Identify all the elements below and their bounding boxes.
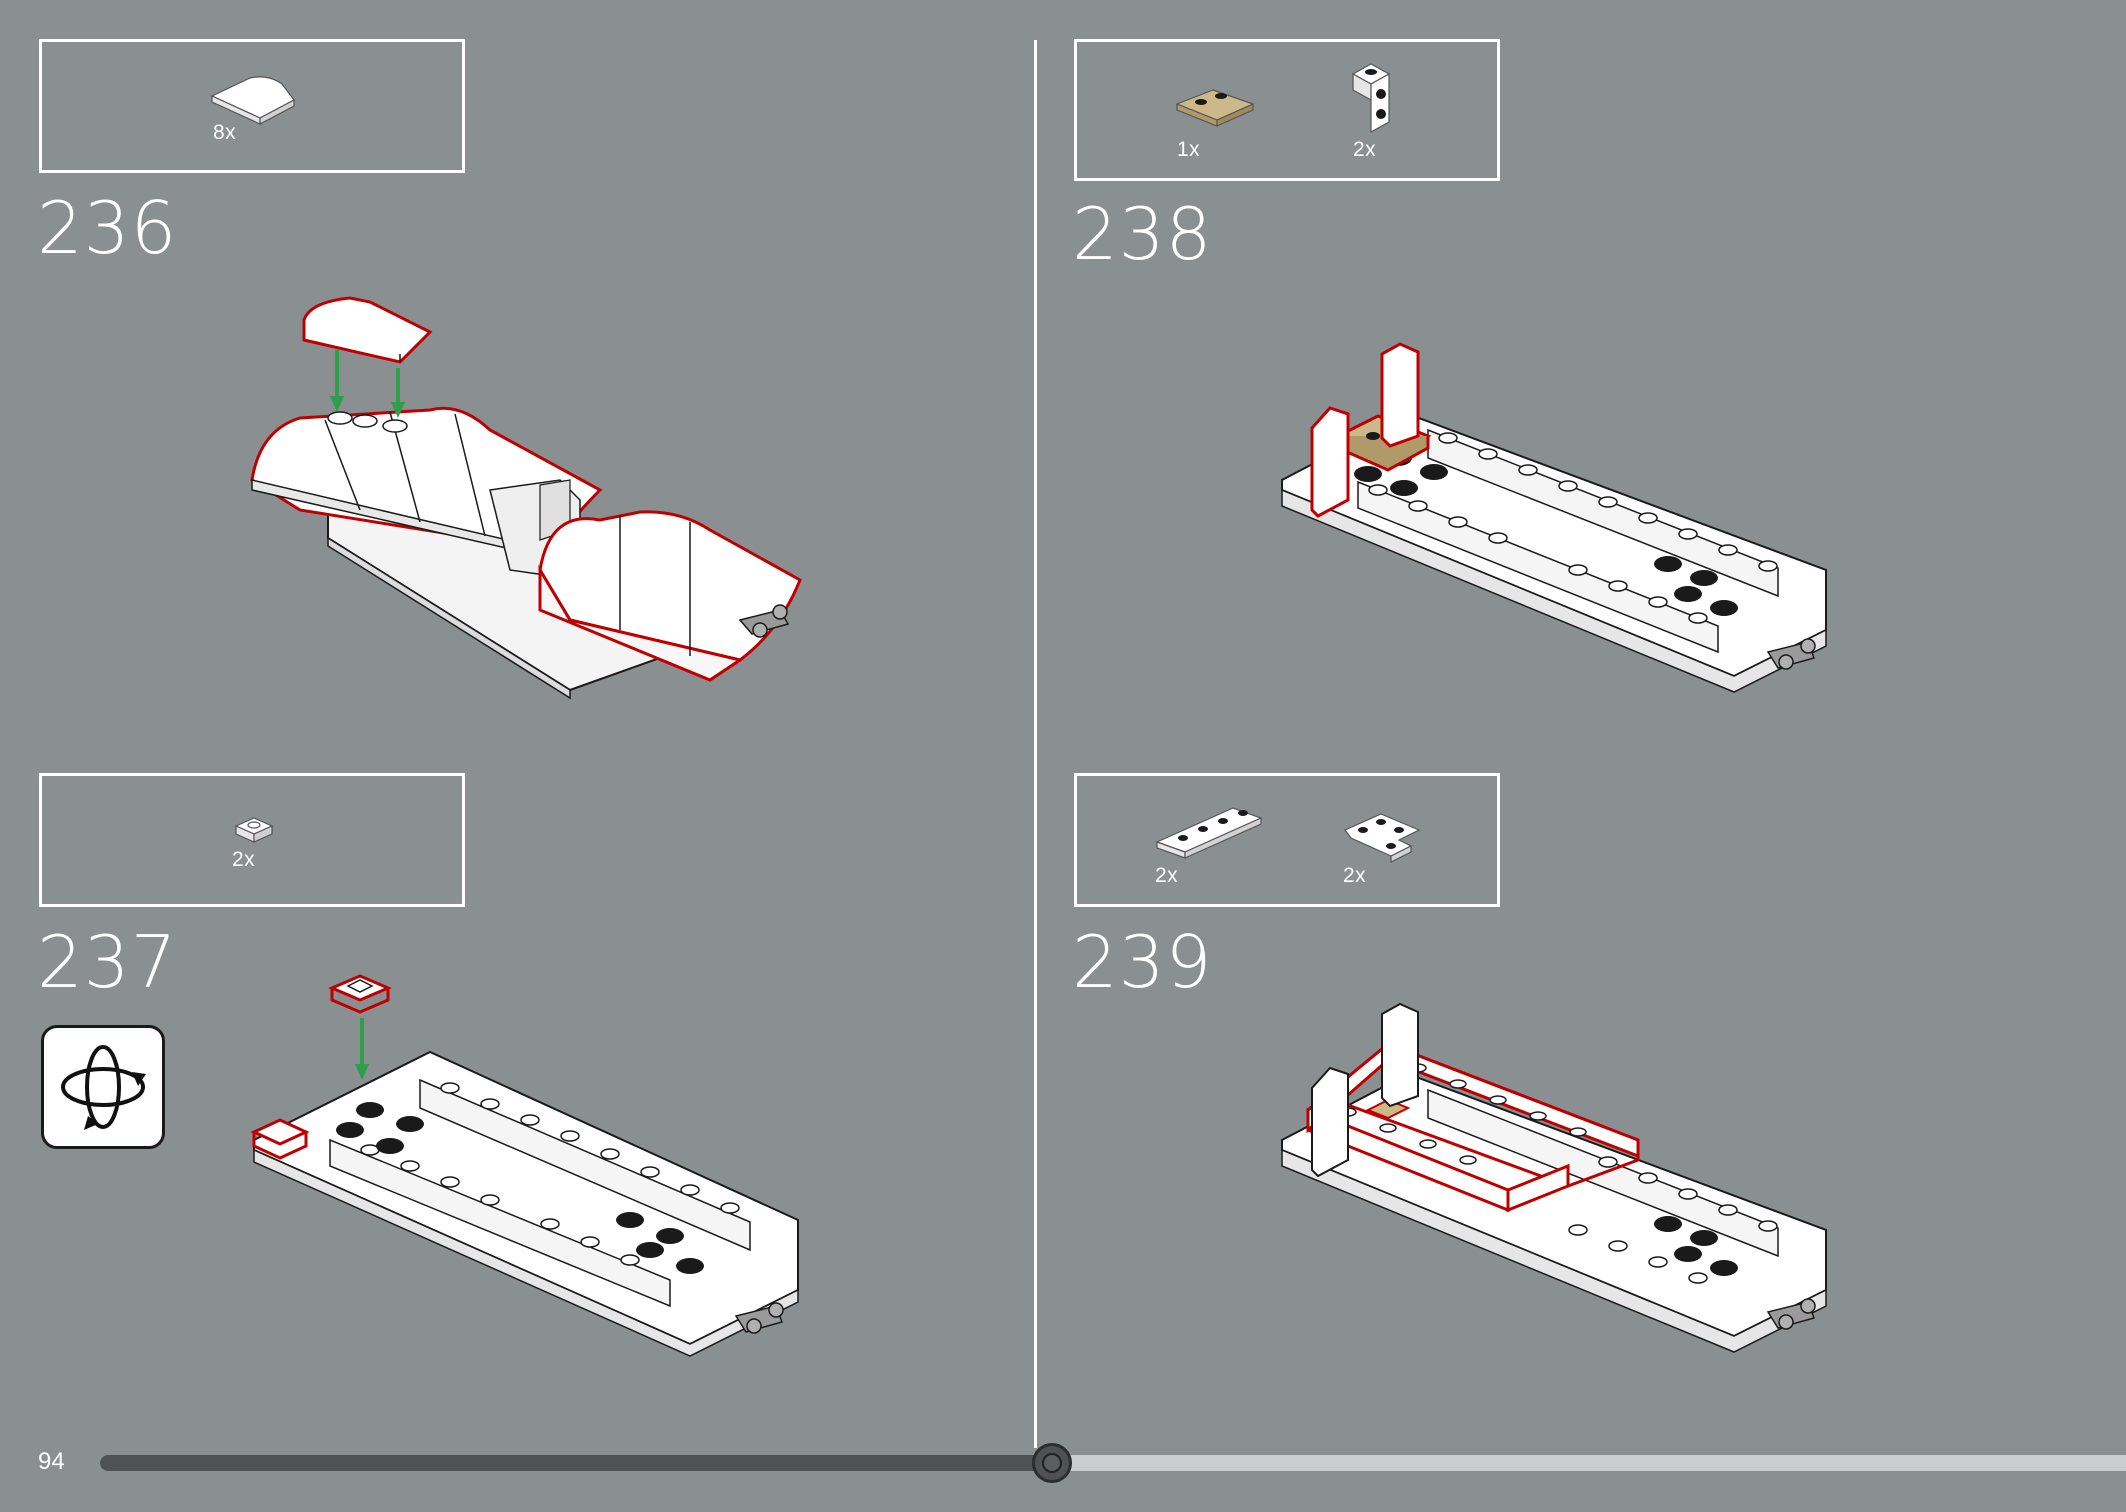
- page-divider: [1034, 40, 1037, 1448]
- progress-fill: [100, 1455, 1052, 1471]
- progress-handle[interactable]: [1032, 1443, 1072, 1483]
- rotate-model-icon: [41, 1025, 165, 1149]
- bracket-icon: [1351, 63, 1391, 134]
- build-illustration-238: [1278, 340, 1838, 700]
- part-plate-corner: [1341, 808, 1431, 864]
- parts-list-box-239: 2x 2x: [1074, 773, 1500, 907]
- part-tile: [232, 814, 282, 848]
- tan-handle-plate-icon: [1175, 89, 1255, 127]
- part-quantity: 2x: [1343, 864, 1367, 887]
- plate-corner-icon: [1344, 813, 1421, 863]
- parts-list-box-236: 8x: [39, 39, 465, 173]
- part-quantity: 2x: [232, 848, 256, 871]
- part-curved-slope: [210, 74, 300, 134]
- progress-bar[interactable]: [100, 1455, 2126, 1471]
- part-quantity: 2x: [1353, 138, 1377, 161]
- tile-1x1-icon: [234, 817, 274, 843]
- plate-1x4-icon: [1155, 807, 1263, 859]
- step-number-238: 238: [1072, 192, 1213, 276]
- part-quantity: 2x: [1155, 864, 1179, 887]
- part-tan-handle-plate: [1173, 84, 1263, 134]
- step-number-236: 236: [37, 186, 178, 270]
- build-illustration-237: [250, 960, 810, 1360]
- part-plate-1x4: [1153, 802, 1273, 862]
- step-number-237: 237: [37, 920, 178, 1004]
- part-quantity: 8x: [213, 121, 237, 144]
- step-number-239: 239: [1072, 920, 1213, 1004]
- curved-slope-icon: [210, 76, 295, 125]
- part-quantity: 1x: [1177, 138, 1201, 161]
- build-illustration-239: [1278, 1000, 1838, 1360]
- parts-list-box-237: 2x: [39, 773, 465, 907]
- page-number: 94: [38, 1448, 65, 1475]
- build-illustration-236: [240, 290, 810, 710]
- parts-list-box-238: 1x 2x: [1074, 39, 1500, 181]
- part-bracket: [1349, 60, 1409, 140]
